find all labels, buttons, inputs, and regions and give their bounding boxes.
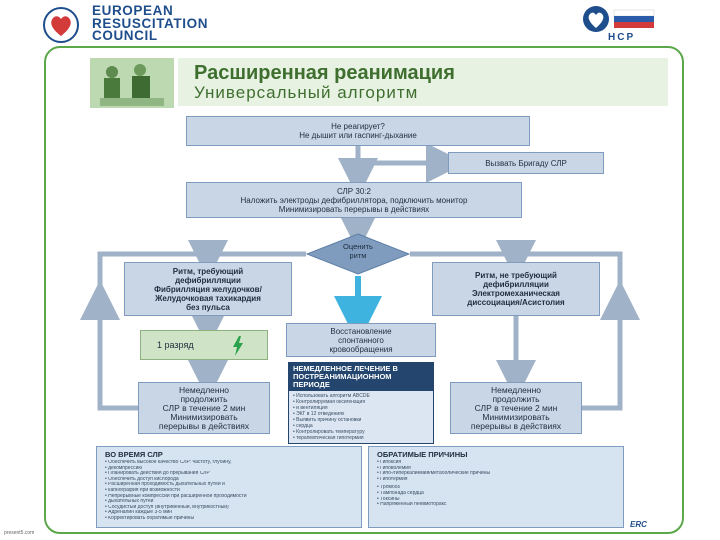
list-item: Гипотермия	[377, 477, 615, 483]
assess-rhythm-diamond	[305, 233, 411, 275]
one-shock-label: 1 разряд	[157, 339, 194, 350]
shockable-line-2: дефибрилляции	[175, 275, 241, 285]
rosc-line-3: кровообращения	[329, 344, 393, 354]
list-item: ЭКГ в 12 отведениях	[293, 411, 429, 417]
page-title: Расширенная реанимация	[194, 62, 455, 84]
organization-name: EUROPEAN RESUSCITATION COUNCIL	[92, 3, 209, 43]
list-item: Обеспечить высокое качество СЛР: частоту…	[105, 460, 353, 466]
rosc-line-1: Восстановление	[330, 326, 392, 336]
during-cpr-panel: ВО ВРЕМЯ СЛР Обеспечить высокое качество…	[96, 446, 362, 528]
nonshockable-line-3: Электромеханическая	[472, 289, 560, 298]
list-item: сердца	[293, 423, 429, 429]
nonshockable-line-1: Ритм, не требующий	[475, 271, 557, 280]
org-line-3: COUNCIL	[92, 28, 158, 43]
list-item: дыхательных путей	[105, 499, 353, 505]
question-line-2: Не дышит или гаспинг-дыхание	[299, 131, 417, 140]
page-subtitle: Универсальный алгоритм	[194, 83, 419, 102]
list-item: Непрерывные компрессии при расширенной п…	[105, 494, 353, 500]
list-item: Адреналин каждые 3-5 мин	[105, 510, 353, 516]
list-item: Использовать алгоритм ABCDE	[293, 393, 429, 399]
continue-right-line-5: перерывы в действиях	[470, 420, 562, 431]
list-item: и вентиляция	[293, 405, 429, 411]
post-resuscitation-heading: НЕМЕДЛЕННОЕ ЛЕЧЕНИЕ В ПОСТРЕАНИМАЦИОННОМ…	[289, 363, 433, 391]
assess-line-2: ритм	[349, 251, 367, 260]
post-heading-line-1: НЕМЕДЛЕННОЕ ЛЕЧЕНИЕ В	[293, 364, 398, 373]
org-line-1: EUROPEAN	[92, 3, 174, 18]
continue-left-line-3: СЛР в течение 2 мин	[162, 402, 246, 413]
rescuers-photo	[90, 58, 174, 108]
cpr-line-1: СЛР 30:2	[337, 186, 371, 196]
list-item: Сосудистый доступ (внутривенный, внутрик…	[105, 505, 353, 511]
continue-left-line-4: Минимизировать	[170, 411, 238, 422]
call-team-label: Вызвать Бригаду СЛР	[485, 158, 567, 168]
org-line-2: RESUSCITATION	[92, 15, 209, 31]
ncp-logo	[580, 4, 660, 44]
list-item: Тромбоз	[377, 485, 615, 491]
question-line-1: Не реагирует?	[331, 122, 385, 131]
title-banner	[178, 58, 668, 106]
list-item: капнография при возможности	[105, 488, 353, 494]
reversible-causes-heading: ОБРАТИМЫЕ ПРИЧИНЫ	[377, 450, 468, 459]
content-frame	[44, 46, 684, 534]
continue-right-line-1: Немедленно	[490, 384, 541, 395]
cpr-box: СЛР 30:2 Наложить электроды дефибриллято…	[186, 182, 522, 218]
list-item: Контролируемая оксигенация	[293, 399, 429, 405]
rosc-line-2: спонтанного	[338, 335, 384, 345]
continue-right-line-4: Минимизировать	[482, 411, 550, 422]
erc-logo	[38, 6, 84, 44]
list-item: Гипо-/гиперкалиемия/метаболические причи…	[377, 471, 615, 477]
shockable-line-3: Фибрилляция желудочков/	[154, 284, 262, 294]
list-item: Тампонада сердца	[377, 491, 615, 497]
assess-rhythm-label: Оценить ритм	[306, 242, 410, 260]
list-item: терапевтическая гипотермия	[293, 435, 429, 441]
list-item: Гиповолемия	[377, 466, 615, 472]
reversible-causes-panel: ОБРАТИМЫЕ ПРИЧИНЫ Гипоксия Гиповолемия Г…	[368, 446, 624, 528]
continue-left-line-1: Немедленно	[178, 384, 229, 395]
post-resuscitation-box: НЕМЕДЛЕННОЕ ЛЕЧЕНИЕ В ПОСТРЕАНИМАЦИОННОМ…	[288, 362, 434, 444]
list-item: Гипоксия	[377, 460, 615, 466]
shockable-line-4: Желудочковая тахикардия	[155, 293, 261, 303]
list-item: Напряженный пневмоторакс	[377, 502, 615, 508]
list-item: Расширенная проходимость дыхательных пут…	[105, 482, 353, 488]
continue-right-line-3: СЛР в течение 2 мин	[474, 402, 558, 413]
continue-right-line-2: продолжить	[492, 393, 540, 404]
rosc-box: Восстановление спонтанного кровообращени…	[286, 323, 436, 357]
one-shock-box: 1 разряд	[140, 330, 268, 360]
call-team-box: Вызвать Бригаду СЛР	[448, 152, 604, 174]
non-shockable-rhythm-box: Ритм, не требующий дефибрилляции Электро…	[432, 262, 600, 316]
during-cpr-list: Обеспечить высокое качество СЛР: частоту…	[97, 460, 361, 522]
post-heading-line-2: ПОСТРЕАНИМАЦИОННОМ	[293, 372, 392, 381]
reversible-causes-list: Гипоксия Гиповолемия Гипо-/гиперкалиемия…	[369, 460, 623, 508]
list-item: Токсины	[377, 497, 615, 503]
list-item: декомпрессию	[105, 466, 353, 472]
unresponsive-check-box: Не реагирует? Не дышит или гаспинг-дыхан…	[186, 116, 530, 146]
cpr-line-3: Минимизировать перерывы в действиях	[278, 204, 430, 214]
continue-cpr-right-box: Немедленно продолжить СЛР в течение 2 ми…	[450, 382, 582, 434]
continue-left-line-5: перерывы в действиях	[158, 420, 250, 431]
list-item: Контролировать температуру	[293, 429, 429, 435]
post-resuscitation-list: Использовать алгоритм ABCDE Контролируем…	[289, 391, 433, 443]
shockable-rhythm-box: Ритм, требующий дефибрилляции Фибрилляци…	[124, 262, 292, 316]
source-watermark: present5.com	[4, 530, 35, 536]
continue-left-line-2: продолжить	[180, 393, 228, 404]
list-item: Обеспечить доступ кислорода	[105, 477, 353, 483]
list-item: Планировать действия до прерывания СЛР	[105, 471, 353, 477]
erc-footer-mark: ERC	[630, 520, 647, 529]
list-item: Корректировать обратимые причины	[105, 516, 353, 522]
cpr-line-2: Наложить электроды дефибриллятора, подкл…	[240, 195, 468, 205]
assess-line-1: Оценить	[343, 242, 373, 251]
continue-cpr-left-box: Немедленно продолжить СЛР в течение 2 ми…	[138, 382, 270, 434]
list-item: Выявить причину остановки	[293, 417, 429, 423]
ncp-label: НСР	[608, 32, 636, 43]
nonshockable-line-4: диссоциация/Асистолия	[467, 298, 565, 307]
shockable-line-5: без пульса	[186, 302, 230, 312]
shockable-line-1: Ритм, требующий	[172, 266, 244, 276]
lightning-icon	[231, 336, 245, 358]
nonshockable-line-2: дефибрилляции	[483, 280, 549, 289]
during-cpr-heading: ВО ВРЕМЯ СЛР	[105, 450, 163, 459]
post-heading-line-3: ПЕРИОДЕ	[293, 380, 330, 389]
